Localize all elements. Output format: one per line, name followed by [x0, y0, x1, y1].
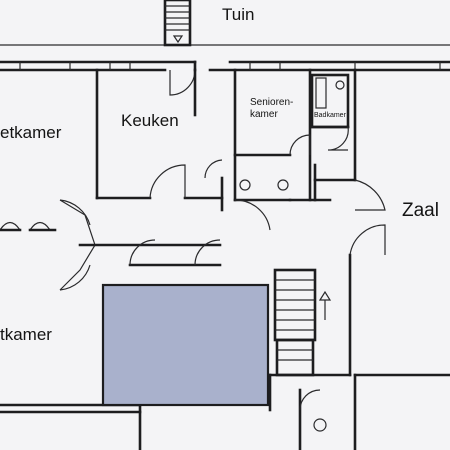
label-woonkamer: tkamer [0, 325, 52, 344]
label-seniorenkamer-line1: Senioren- [250, 97, 293, 108]
stairs-right [273, 268, 332, 377]
garden-stairs [163, 0, 192, 47]
bottom-right-rooms [268, 373, 352, 450]
bathroom-walls [239, 73, 357, 202]
corridor [59, 199, 222, 291]
label-zaal: Zaal [402, 200, 439, 221]
label-keuken: Keuken [121, 111, 179, 130]
label-seniorenkamer-line2: kamer [250, 109, 278, 120]
label-tuin: Tuin [222, 5, 254, 24]
wall-ticks [19, 62, 441, 70]
left-passage [0, 221, 57, 232]
senior-room-walls [204, 68, 312, 202]
zaal-walls [234, 68, 386, 377]
label-badkamer: Badkamer [314, 112, 347, 119]
label-eetkamer: etkamer [0, 123, 62, 142]
kitchen-walls [95, 68, 224, 212]
highlighted-room [101, 283, 270, 407]
